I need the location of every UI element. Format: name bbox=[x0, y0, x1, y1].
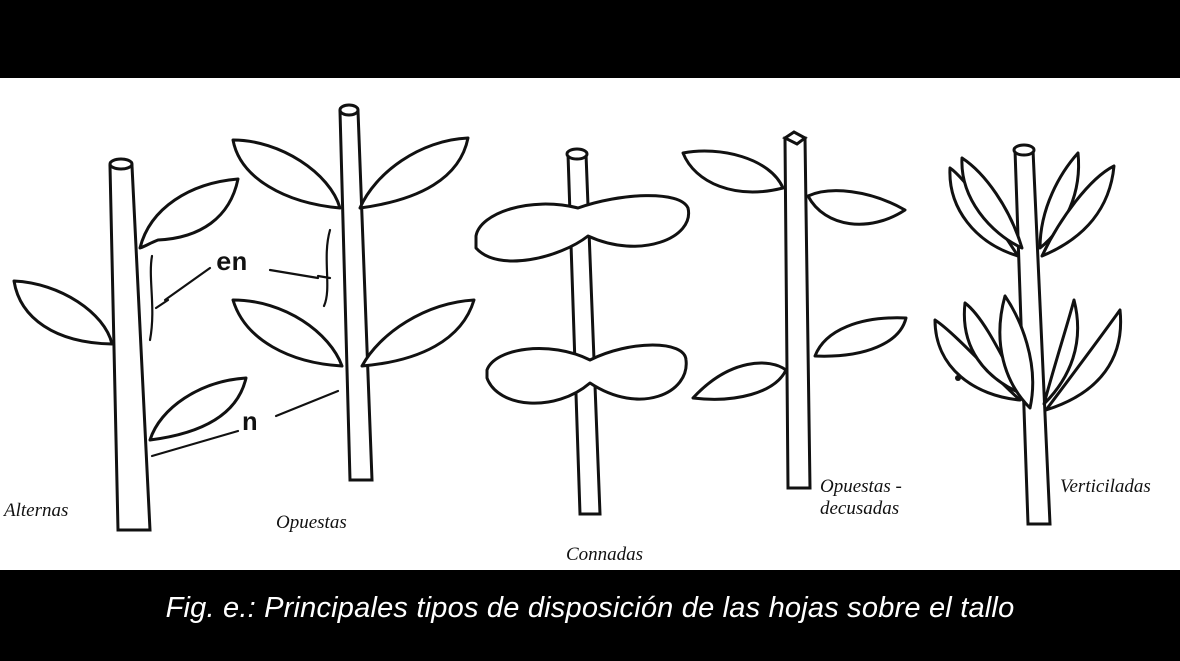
alternate-internode-bracket bbox=[148, 254, 170, 342]
label-opuestas-decusadas-line1: Opuestas - bbox=[820, 476, 902, 497]
decussate-leaf-2 bbox=[806, 189, 907, 226]
whorled-leaf-lower-3 bbox=[998, 294, 1035, 410]
whorled-stem-top bbox=[1012, 143, 1036, 157]
node-marker: n bbox=[242, 408, 258, 438]
whorled-dot bbox=[955, 375, 961, 381]
decussate-stem-top bbox=[782, 130, 808, 146]
alternate-leaf-middle bbox=[12, 279, 114, 346]
connate-leaves-illustration bbox=[474, 147, 691, 516]
decussate-stem bbox=[783, 136, 812, 490]
opposite-leaf-top-right bbox=[358, 136, 470, 210]
opposite-leaves-illustration bbox=[231, 103, 476, 482]
decussate-leaves-illustration bbox=[681, 130, 908, 490]
decussate-leaf-4 bbox=[691, 361, 788, 401]
alternate-stem bbox=[108, 164, 152, 532]
alternate-leaf-upper bbox=[138, 177, 240, 250]
label-connadas: Connadas bbox=[566, 544, 644, 565]
node-pointer-left bbox=[150, 429, 240, 458]
opposite-internode-bracket bbox=[316, 228, 332, 308]
whorled-leaves-illustration bbox=[933, 143, 1123, 526]
connate-leaf-lower bbox=[485, 343, 688, 405]
opposite-stem bbox=[338, 109, 374, 482]
connate-stem-top bbox=[565, 147, 589, 161]
label-verticiladas: Verticiladas bbox=[1060, 476, 1151, 497]
leaf-arrangement-drawing bbox=[12, 103, 1123, 532]
node-pointer-right bbox=[274, 389, 340, 418]
internode-pointer-left bbox=[163, 266, 212, 302]
decussate-leaf-1 bbox=[681, 149, 785, 194]
internode-pointer-right bbox=[268, 268, 320, 280]
top-black-band bbox=[0, 0, 1180, 78]
leaf-arrangement-figure: en n Alternas Opuestas Connadas Opuestas… bbox=[0, 78, 1180, 570]
whorled-leaf-upper-4 bbox=[1040, 164, 1116, 258]
connate-leaf-upper bbox=[474, 194, 691, 263]
label-opuestas-decusadas-line2: decusadas bbox=[820, 498, 900, 519]
whorled-leaf-lower-5 bbox=[1044, 308, 1123, 412]
caption-band: Fig. e.: Principales tipos de disposició… bbox=[0, 570, 1180, 661]
label-alternas: Alternas bbox=[4, 500, 69, 521]
whorled-leaf-lower-4 bbox=[1042, 298, 1080, 406]
figure-caption: Fig. e.: Principales tipos de disposició… bbox=[165, 592, 1015, 624]
whorled-leaf-upper-2 bbox=[960, 156, 1024, 250]
internode-marker: en bbox=[216, 248, 248, 278]
opposite-leaf-bottom-right bbox=[360, 298, 476, 368]
opposite-leaf-bottom-left bbox=[231, 298, 344, 368]
opposite-stem-top bbox=[338, 103, 360, 117]
alternate-stem-top bbox=[108, 157, 134, 171]
alternate-leaves-illustration bbox=[12, 157, 248, 532]
opposite-leaf-top-left bbox=[231, 138, 342, 210]
alternate-leaf-lower bbox=[148, 376, 248, 442]
decussate-leaf-3 bbox=[813, 316, 908, 358]
label-opuestas: Opuestas bbox=[276, 512, 347, 533]
